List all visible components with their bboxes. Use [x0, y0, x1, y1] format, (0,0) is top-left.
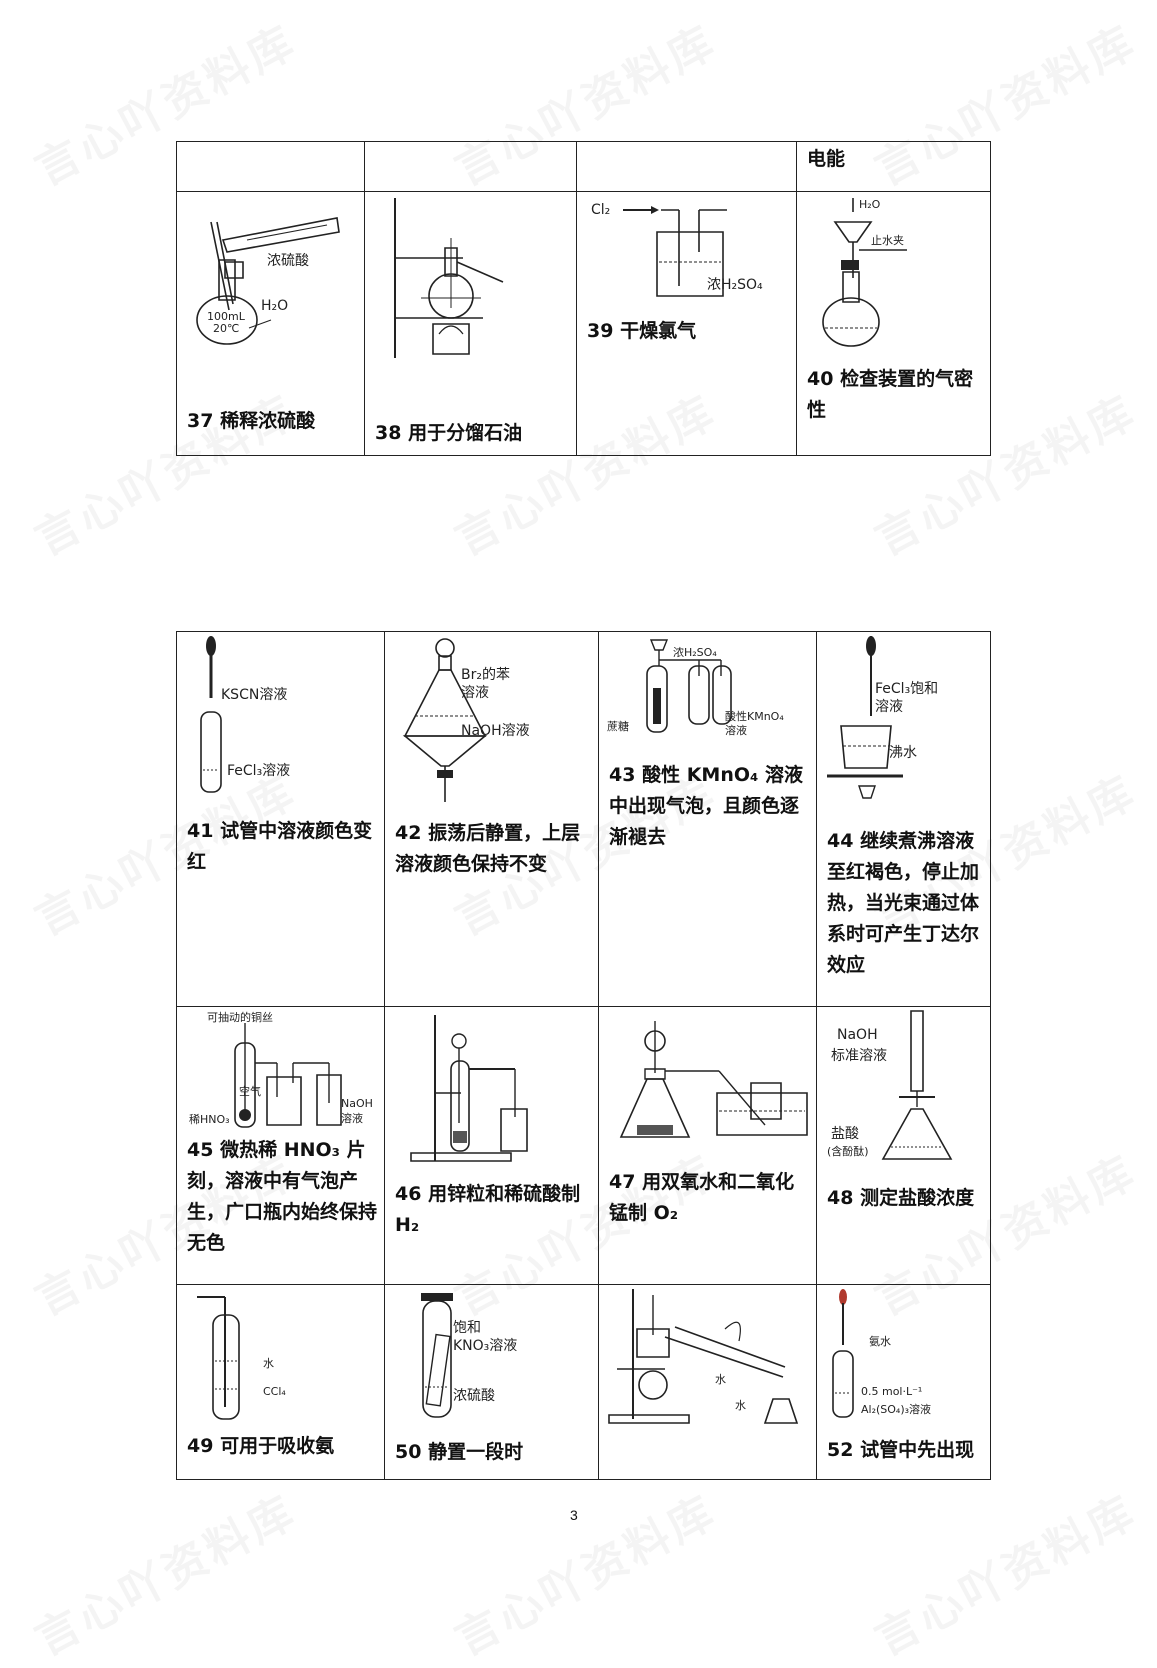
label-sucrose: 蔗糖: [607, 720, 629, 733]
label-boiling-water: 沸水: [889, 745, 917, 761]
cell-37: 浓硫酸 H₂O 100mL 20℃ 37 稀释浓硫酸: [176, 191, 365, 456]
label-solution: 溶液: [461, 685, 489, 701]
label-water-49: 水: [263, 1357, 274, 1370]
table1-header-cell: [364, 141, 577, 192]
caption-46: 46 用锌粒和稀硫酸制 H₂: [395, 1183, 581, 1236]
caption-48: 48 测定盐酸浓度: [827, 1187, 975, 1209]
experiment-table-2: KSCN溶液 FeCl₃溶液 41 试管中溶液颜色变红 Br₂的苯: [176, 631, 991, 1480]
apparatus-49-diagram: [191, 1291, 261, 1421]
table1-header-cell: 电能: [796, 141, 991, 192]
apparatus-43-diagram: [617, 636, 737, 736]
label-concentration: 0.5 mol·L⁻¹: [861, 1385, 923, 1398]
label-ccl4: CCl₄: [263, 1385, 286, 1398]
cell-39: Cl₂ 浓H₂SO₄ 39 干燥氯气: [576, 191, 797, 456]
label-hcl: 盐酸: [831, 1126, 859, 1142]
apparatus-48-diagram: [867, 1011, 977, 1161]
cell-48: NaOH 标准溶液 盐酸 (含酚酞) 48 测定盐酸浓度: [816, 1006, 991, 1285]
watermark: 言心吖资料库: [862, 1476, 1146, 1668]
watermark: 言心吖资料库: [442, 1476, 726, 1668]
label-fecl3: FeCl₃溶液: [227, 763, 291, 779]
label-fecl3-sat: FeCl₃饱和: [875, 681, 939, 697]
label-br2-benzene: Br₂的苯: [461, 667, 510, 683]
label-saturated: 饱和: [453, 1320, 481, 1336]
label-temp: 20℃: [213, 322, 240, 335]
label-copper-wire: 可抽动的铜丝: [207, 1011, 273, 1024]
label-kscn: KSCN溶液: [221, 687, 288, 703]
label-naoh-45: NaOH: [341, 1097, 373, 1110]
label-conc-h2so4-43: 浓H₂SO₄: [673, 646, 717, 659]
label-solution-44: 溶液: [875, 699, 903, 715]
apparatus-50-diagram: [421, 1293, 453, 1421]
cell-50: 饱和 KNO₃溶液 浓硫酸 50 静置一段时: [384, 1284, 599, 1480]
label-al2so43: Al₂(SO₄)₃溶液: [861, 1403, 932, 1416]
watermark: 言心吖资料库: [22, 1476, 306, 1668]
label-ammonia: 氨水: [869, 1335, 891, 1348]
apparatus-42-diagram: [401, 636, 491, 806]
label-cl2: Cl₂: [591, 202, 611, 218]
label-solution-43: 溶液: [725, 724, 747, 737]
page-number: 3: [570, 1507, 578, 1523]
apparatus-47-diagram: [609, 1013, 809, 1153]
cell-41: KSCN溶液 FeCl₃溶液 41 试管中溶液颜色变红: [176, 631, 385, 1007]
caption-39: 39 干燥氯气: [587, 320, 697, 342]
table1-header-cell: [576, 141, 797, 192]
apparatus-37-diagram: [187, 200, 347, 355]
caption-43: 43 酸性 KMnO₄ 溶液中出现气泡，且颜色逐渐褪去: [609, 764, 803, 848]
label-water-51b: 水: [735, 1399, 746, 1412]
label-h2o-40: H₂O: [859, 198, 881, 211]
cell-46: 46 用锌粒和稀硫酸制 H₂: [384, 1006, 599, 1285]
caption-40: 40 检查装置的气密性: [807, 368, 974, 421]
cell-44: FeCl₃饱和 溶液 沸水 44 继续煮沸溶液至红褐色，停止加热，当光束通过体系…: [816, 631, 991, 1007]
cell-51: 水 水: [598, 1284, 817, 1480]
label-naoh: NaOH溶液: [461, 723, 530, 739]
cell-47: 47 用双氧水和二氧化锰制 O₂: [598, 1006, 817, 1285]
cell-52: 氨水 0.5 mol·L⁻¹ Al₂(SO₄)₃溶液 52 试管中先出现: [816, 1284, 991, 1480]
cell-40: H₂O 止水夹 40 检查装置的气密性: [796, 191, 991, 456]
caption-50: 50 静置一段时: [395, 1441, 524, 1463]
cell-43: 浓H₂SO₄ 蔗糖 酸性KMnO₄ 溶液 43 酸性 KMnO₄ 溶液中出现气泡…: [598, 631, 817, 1007]
label-kmno4: 酸性KMnO₄: [725, 710, 784, 723]
label-dilute-hno3: 稀HNO₃: [189, 1113, 230, 1126]
apparatus-52-diagram: [829, 1289, 859, 1419]
label-conc-sulfuric: 浓硫酸: [267, 253, 309, 269]
label-water-51a: 水: [715, 1373, 726, 1386]
apparatus-51-diagram: [605, 1289, 805, 1429]
cell-42: Br₂的苯 溶液 NaOH溶液 42 振荡后静置，上层溶液颜色保持不变: [384, 631, 599, 1007]
label-air: 空气: [239, 1085, 261, 1098]
apparatus-41-diagram: [191, 636, 231, 798]
label-conc-h2so4: 浓H₂SO₄: [707, 277, 763, 293]
top-right-text: 电能: [807, 148, 846, 170]
apparatus-44-diagram: [825, 636, 905, 806]
label-kno3: KNO₃溶液: [453, 1338, 518, 1354]
label-standard-solution: 标准溶液: [831, 1048, 887, 1064]
label-solution-45: 溶液: [341, 1112, 363, 1125]
cell-38: 38 用于分馏石油: [364, 191, 577, 456]
apparatus-40-diagram: [811, 198, 921, 358]
caption-38: 38 用于分馏石油: [375, 422, 523, 444]
apparatus-46-diagram: [395, 1013, 585, 1163]
caption-47: 47 用双氧水和二氧化锰制 O₂: [609, 1171, 795, 1224]
label-water: H₂O: [261, 298, 289, 314]
label-volume: 100mL: [207, 310, 245, 323]
label-phenolphthalein: (含酚酞): [827, 1145, 869, 1158]
label-clamp: 止水夹: [871, 234, 904, 247]
caption-41: 41 试管中溶液颜色变红: [187, 820, 373, 873]
caption-45: 45 微热稀 HNO₃ 片刻，溶液中有气泡产生，广口瓶内始终保持无色: [187, 1139, 378, 1254]
cell-49: 水 CCl₄ 49 可用于吸收氨: [176, 1284, 385, 1480]
label-conc-sulfuric-50: 浓硫酸: [453, 1388, 495, 1404]
caption-52: 52 试管中先出现: [827, 1439, 975, 1461]
apparatus-45-diagram: [217, 1023, 367, 1133]
apparatus-38-diagram: [373, 198, 563, 398]
caption-44: 44 继续煮沸溶液至红褐色，停止加热，当光束通过体系时可产生丁达尔效应: [827, 830, 980, 976]
caption-42: 42 振荡后静置，上层溶液颜色保持不变: [395, 822, 581, 875]
apparatus-39-diagram: [617, 206, 757, 302]
cell-45: 可抽动的铜丝 空气 稀HNO₃ NaOH 溶液: [176, 1006, 385, 1285]
caption-49: 49 可用于吸收氨: [187, 1435, 335, 1457]
experiment-table-1: 电能 浓硫酸 H₂O 100mL 20℃: [176, 141, 991, 456]
table1-header-cell: [176, 141, 365, 192]
label-naoh-48: NaOH: [837, 1027, 878, 1043]
caption-37: 37 稀释浓硫酸: [187, 410, 316, 432]
